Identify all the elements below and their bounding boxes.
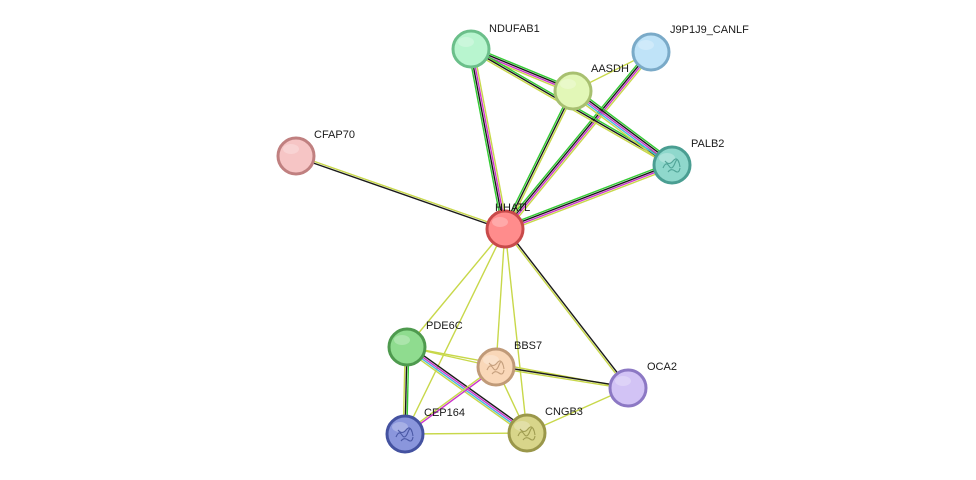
node-highlight bbox=[638, 40, 654, 50]
node-cfap70[interactable] bbox=[276, 136, 316, 176]
edge-bbs7-oca2[interactable] bbox=[495, 365, 629, 390]
edge-evidence-strand bbox=[295, 156, 505, 231]
edge-hhatl-pde6c[interactable] bbox=[406, 228, 506, 348]
node-label-j9p1j9-canlf: J9P1J9_CANLF bbox=[670, 24, 749, 36]
node-highlight bbox=[458, 37, 474, 47]
node-circle bbox=[276, 136, 316, 176]
node-j9p1j9-canlf[interactable] bbox=[631, 32, 671, 72]
edge-evidence-strand bbox=[495, 228, 506, 368]
node-circle bbox=[385, 414, 425, 454]
node-highlight bbox=[392, 422, 408, 432]
node-circle bbox=[451, 29, 491, 69]
edge-hhatl-cep164[interactable] bbox=[404, 228, 506, 435]
node-highlight bbox=[492, 217, 508, 227]
edge-evidence-strand bbox=[572, 90, 673, 166]
edge-hhatl-oca2[interactable] bbox=[503, 228, 630, 389]
labels-layer: HHATL NDUFAB1 J9P1J9_CANLF AASDH PALB2 CFAP70… bbox=[314, 23, 749, 419]
edge-hhatl-ndufab1[interactable] bbox=[467, 48, 509, 230]
edge-evidence-strand bbox=[404, 432, 528, 435]
edge-evidence-strand bbox=[505, 166, 674, 233]
edge-aasdh-palb2[interactable] bbox=[570, 87, 675, 169]
edge-evidence-strand bbox=[472, 48, 509, 229]
node-pde6c[interactable] bbox=[387, 327, 427, 367]
node-highlight bbox=[514, 421, 530, 431]
node-label-hhatl: HHATL bbox=[495, 202, 530, 214]
node-highlight bbox=[615, 376, 631, 386]
node-circle bbox=[631, 32, 671, 72]
node-highlight bbox=[483, 355, 499, 365]
edge-evidence-strand bbox=[503, 229, 628, 389]
node-cngb3[interactable] bbox=[507, 413, 547, 453]
node-circle bbox=[608, 368, 648, 408]
node-label-palb2: PALB2 bbox=[691, 138, 724, 150]
node-palb2[interactable] bbox=[652, 145, 692, 185]
edge-evidence-strand bbox=[469, 49, 505, 230]
node-label-cngb3: CNGB3 bbox=[545, 406, 583, 418]
edge-evidence-strand bbox=[405, 348, 526, 436]
edge-evidence-strand bbox=[505, 228, 630, 388]
edge-evidence-strand bbox=[571, 91, 672, 168]
node-circle bbox=[476, 347, 516, 387]
edge-hhatl-cfap70[interactable] bbox=[295, 154, 506, 231]
edge-evidence-strand bbox=[471, 48, 507, 229]
nodes-layer bbox=[276, 29, 692, 454]
node-highlight bbox=[394, 335, 410, 345]
protein-structure-icon bbox=[395, 427, 414, 442]
edge-evidence-strand bbox=[503, 50, 651, 229]
protein-structure-icon bbox=[662, 158, 681, 173]
node-cep164[interactable] bbox=[385, 414, 425, 454]
protein-structure-icon bbox=[517, 426, 536, 441]
edge-evidence-strand bbox=[573, 88, 674, 165]
edge-evidence-strand bbox=[506, 53, 654, 232]
node-circle bbox=[507, 413, 547, 453]
node-hhatl[interactable] bbox=[485, 209, 525, 249]
node-oca2[interactable] bbox=[608, 368, 648, 408]
edge-hhatl-j9p1j9-canlf[interactable] bbox=[502, 49, 654, 232]
node-label-oca2: OCA2 bbox=[647, 361, 677, 373]
edge-hhatl-aasdh[interactable] bbox=[502, 89, 576, 231]
edge-evidence-strand bbox=[503, 161, 672, 228]
node-highlight bbox=[659, 153, 675, 163]
edge-evidence-strand bbox=[502, 89, 573, 229]
node-circle bbox=[485, 209, 525, 249]
edge-evidence-strand bbox=[505, 91, 576, 231]
edge-evidence-strand bbox=[495, 367, 628, 390]
node-bbs7[interactable] bbox=[476, 347, 516, 387]
edge-evidence-strand bbox=[404, 228, 506, 435]
node-highlight bbox=[283, 144, 299, 154]
edge-hhatl-bbs7[interactable] bbox=[495, 228, 506, 368]
node-circle bbox=[652, 145, 692, 185]
node-circle bbox=[387, 327, 427, 367]
edge-evidence-strand bbox=[502, 49, 650, 228]
node-label-cfap70: CFAP70 bbox=[314, 129, 355, 141]
node-label-bbs7: BBS7 bbox=[514, 340, 542, 352]
node-label-aasdh: AASDH bbox=[591, 63, 629, 75]
edge-evidence-strand bbox=[505, 165, 673, 231]
edge-evidence-strand bbox=[467, 49, 504, 230]
edge-hhatl-cngb3[interactable] bbox=[504, 228, 528, 434]
edge-evidence-strand bbox=[504, 163, 672, 229]
node-ndufab1[interactable] bbox=[451, 29, 491, 69]
node-highlight bbox=[560, 79, 576, 89]
edge-evidence-strand bbox=[574, 87, 675, 163]
edge-hhatl-palb2[interactable] bbox=[503, 161, 674, 233]
protein-structure-icon bbox=[486, 360, 505, 375]
node-label-cep164: CEP164 bbox=[424, 407, 465, 419]
node-label-pde6c: PDE6C bbox=[426, 320, 463, 332]
edge-evidence-strand bbox=[570, 93, 671, 169]
edge-evidence-strand bbox=[406, 347, 527, 435]
edge-evidence-strand bbox=[406, 228, 506, 348]
edge-evidence-strand bbox=[296, 154, 506, 229]
edge-evidence-strand bbox=[504, 90, 574, 230]
node-circle bbox=[553, 71, 593, 111]
node-label-ndufab1: NDUFAB1 bbox=[489, 23, 540, 35]
edge-cep164-cngb3[interactable] bbox=[404, 432, 528, 435]
edge-evidence-strand bbox=[505, 52, 653, 231]
node-aasdh[interactable] bbox=[553, 71, 593, 111]
edge-evidence-strand bbox=[504, 228, 528, 434]
edge-evidence-strand bbox=[496, 365, 629, 388]
